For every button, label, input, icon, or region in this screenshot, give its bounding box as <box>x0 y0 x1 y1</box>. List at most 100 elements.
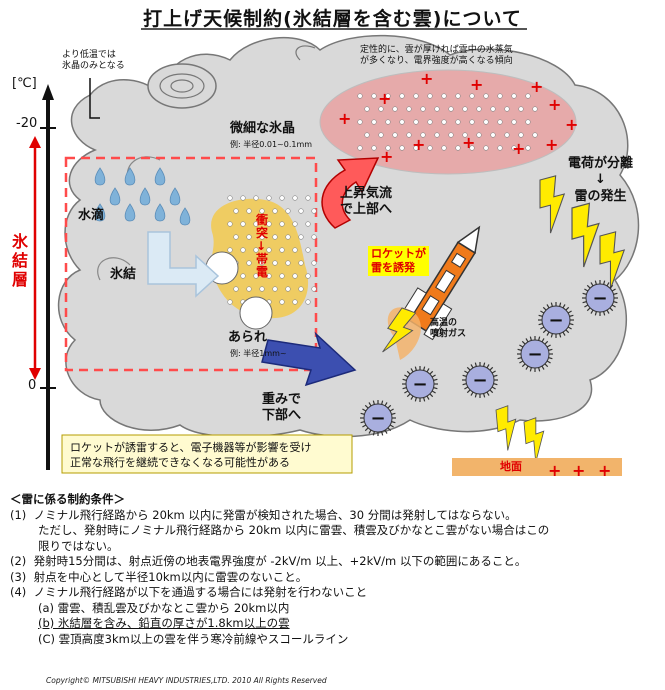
ice-particle <box>292 221 298 227</box>
ice-particle <box>292 195 298 201</box>
ice-particle <box>240 247 246 253</box>
fine-ice-crystals <box>357 93 538 151</box>
ice-particle <box>298 234 304 240</box>
water-drop <box>94 203 106 222</box>
lightning-bolt-icon <box>523 417 545 463</box>
ice-crystal-dot <box>427 119 433 125</box>
lightning-bolt-icon <box>571 202 600 268</box>
plus-charge: + <box>420 69 433 88</box>
ice-crystal-dot <box>420 106 426 112</box>
water-drop <box>139 187 151 206</box>
ice-particle <box>311 260 317 266</box>
unit-label: [℃] <box>12 76 37 91</box>
copyright: Copyright© MITSUBISHI HEAVY INDUSTRIES,L… <box>46 676 327 685</box>
plus-charge: + <box>530 77 543 96</box>
note-pointer <box>89 78 100 119</box>
ice-crystal-dot <box>490 106 496 112</box>
ice-crystal-dot <box>532 106 538 112</box>
minus-sign: − <box>370 408 385 429</box>
sink-arrow <box>261 331 357 387</box>
temperature-zero: 0 <box>28 378 37 393</box>
ice-particle <box>246 208 252 214</box>
ice-particle <box>272 208 278 214</box>
minus-sign: − <box>412 374 427 395</box>
ice-crystal-dot <box>455 93 461 99</box>
water-drop <box>154 167 166 186</box>
condition-1-note: ただし、発射時にノミナル飛行経路から 20km 以内に雷雲、積雲及びかなとこ雲が… <box>38 523 550 537</box>
ice-crystal-dot <box>371 145 377 151</box>
plus-charge: + <box>572 461 585 480</box>
ground-label: 地面 <box>500 460 522 473</box>
ice-crystal-dot <box>413 119 419 125</box>
warning-box <box>61 434 353 474</box>
lightning-bolt-icon <box>495 405 517 451</box>
charge-separation-label: 電荷が分離 ↓ 雷の発生 <box>568 156 634 204</box>
ice-crystal-dot <box>532 132 538 138</box>
lightning-bolt-icon <box>539 175 566 234</box>
ice-crystal-dot <box>399 145 405 151</box>
ice-particle <box>227 195 233 201</box>
ice-particle <box>259 234 265 240</box>
ice-crystal-dot <box>420 132 426 138</box>
ice-particle <box>285 208 291 214</box>
ice-crystal-dot <box>357 145 363 151</box>
ice-particle <box>285 260 291 266</box>
ice-crystal-dot <box>462 106 468 112</box>
ice-particle <box>233 286 239 292</box>
freeze-label: 氷結 <box>110 267 137 282</box>
updraft-label: 上昇気流 で上部へ <box>340 186 393 218</box>
ice-particle <box>253 195 259 201</box>
ice-crystal-dot <box>378 132 384 138</box>
plus-charge: + <box>412 135 425 154</box>
hail-label: あられ <box>228 330 268 345</box>
water-drop <box>179 207 191 226</box>
ice-particle <box>298 260 304 266</box>
ice-particle <box>292 299 298 305</box>
ice-particle <box>279 221 285 227</box>
condition-4b: (b) 氷結層を含み、鉛直の厚さが1.8km以上の雲 <box>38 616 290 630</box>
ice-crystal-dot <box>427 93 433 99</box>
ice-particle <box>279 247 285 253</box>
ice-crystal-dot <box>385 145 391 151</box>
ice-crystal-dot <box>469 145 475 151</box>
condition-4a: (a) 雷雲、積乱雲及びかなとこ雲から 20km以内 <box>38 600 290 615</box>
ice-crystal-dot <box>511 119 517 125</box>
ice-crystal-dot <box>441 119 447 125</box>
plus-charge: + <box>470 75 483 94</box>
ice-crystal-dot <box>511 93 517 99</box>
ice-particle <box>272 234 278 240</box>
water-drops <box>94 167 191 226</box>
ice-crystal-dot <box>441 145 447 151</box>
ice-particle <box>285 286 291 292</box>
collision-label: 衝 突 ↓ 帯 電 <box>256 213 269 279</box>
condition-3: (3) 射点を中心として半径10km以内に雷雲のないこと。 <box>10 569 308 584</box>
minus-sign: − <box>472 370 487 391</box>
ice-particle <box>305 247 311 253</box>
ice-crystal-dot <box>392 106 398 112</box>
ice-crystal-dot <box>399 93 405 99</box>
temperature-minus20: -20 <box>16 116 38 131</box>
water-drop <box>124 203 136 222</box>
ice-particle <box>311 234 317 240</box>
plus-charge: + <box>548 461 561 480</box>
ice-layer-label: 氷 結 層 <box>12 232 29 289</box>
ice-crystal-dot <box>371 119 377 125</box>
ice-crystal-dot <box>406 106 412 112</box>
ice-crystal-dot <box>427 145 433 151</box>
ice-crystal-dot <box>469 93 475 99</box>
ice-particle <box>266 273 272 279</box>
exhaust-label: 高温の 噴射ガス <box>430 318 467 339</box>
ice-crystal-dot <box>455 119 461 125</box>
title-underline <box>141 28 527 30</box>
ice-particle <box>279 273 285 279</box>
water-drop <box>94 167 106 186</box>
ice-crystal-dot <box>448 106 454 112</box>
minus-sign: − <box>527 344 542 365</box>
condition-4c: (C) 雲頂高度3km以上の雲を伴う寒冷前線やスコールライン <box>38 631 349 646</box>
negative-charge: − <box>360 400 396 436</box>
ice-crystal-dot <box>483 93 489 99</box>
ice-crystal-dot <box>469 119 475 125</box>
fine-ice-label: 微細な氷晶 <box>230 121 296 136</box>
ice-crystal-dot <box>525 145 531 151</box>
water-drop <box>124 167 136 186</box>
